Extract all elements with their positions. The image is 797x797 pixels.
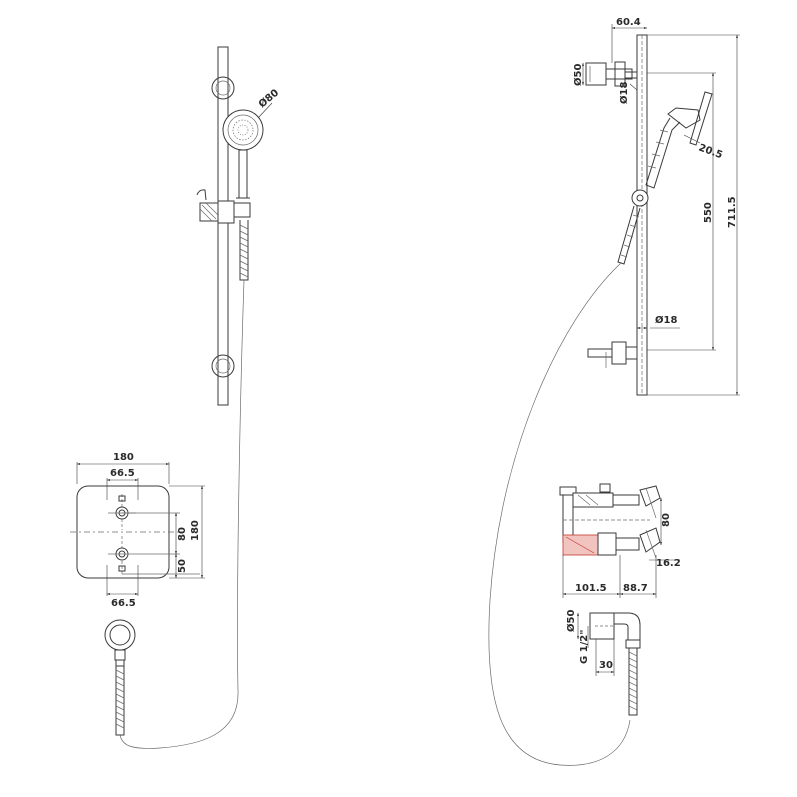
label-rail-diameter-top: Ø18 (618, 82, 630, 104)
side-hose (488, 205, 641, 766)
side-valve-bottom (562, 527, 661, 559)
side-shower-head (631, 91, 713, 207)
front-top-bracket (211, 76, 235, 100)
label-valve-centers-bottom: 66.5 (111, 598, 136, 609)
front-slider (196, 189, 251, 224)
side-outlet-view: Ø50 G 1/2" 30 (565, 610, 641, 716)
front-bottom-bracket (211, 354, 235, 378)
label-valve-spacing: 80 (177, 527, 188, 541)
label-valve-centers-top: 66.5 (110, 468, 135, 479)
side-rail-view: 60.4 Ø50 Ø18 20.5 550 711.5 Ø18 (488, 17, 740, 766)
side-bottom-bracket (587, 341, 638, 368)
label-valve-offset: 50 (177, 559, 188, 573)
label-valve-width: 180 (113, 452, 134, 463)
side-top-bracket (585, 61, 638, 87)
label-side-valve-right: 88.7 (623, 583, 648, 594)
side-valve-view: 80 16.2 101.5 88.7 (559, 483, 681, 598)
label-side-valve-spacing: 80 (661, 513, 672, 527)
label-rail-offset: 60.4 (616, 17, 641, 28)
label-bracket-diameter: Ø50 (572, 64, 584, 86)
valve-top (108, 494, 136, 530)
label-rail-diameter-bottom: Ø18 (655, 314, 677, 326)
valve-bottom (108, 536, 180, 574)
valve-plate-view: 180 66.5 66.5 80 50 180 (70, 452, 205, 609)
label-outlet-diameter: Ø50 (565, 610, 577, 632)
label-outlet-depth: 30 (599, 660, 613, 671)
label-side-valve-depth: 16.2 (656, 558, 681, 569)
label-bracket-span: 550 (703, 202, 714, 223)
label-valve-height: 180 (190, 520, 201, 541)
side-valve-top (572, 483, 661, 519)
label-head-angle: 20.5 (697, 142, 724, 161)
front-hose (119, 220, 249, 749)
label-rail-total: 711.5 (727, 196, 738, 228)
front-rail-view: Ø80 (119, 46, 281, 749)
front-shower-head (222, 109, 264, 199)
front-outlet-hose (104, 619, 136, 736)
label-outlet-thread: G 1/2" (579, 630, 590, 664)
front-rail (217, 46, 229, 406)
label-side-valve-left: 101.5 (575, 583, 607, 594)
